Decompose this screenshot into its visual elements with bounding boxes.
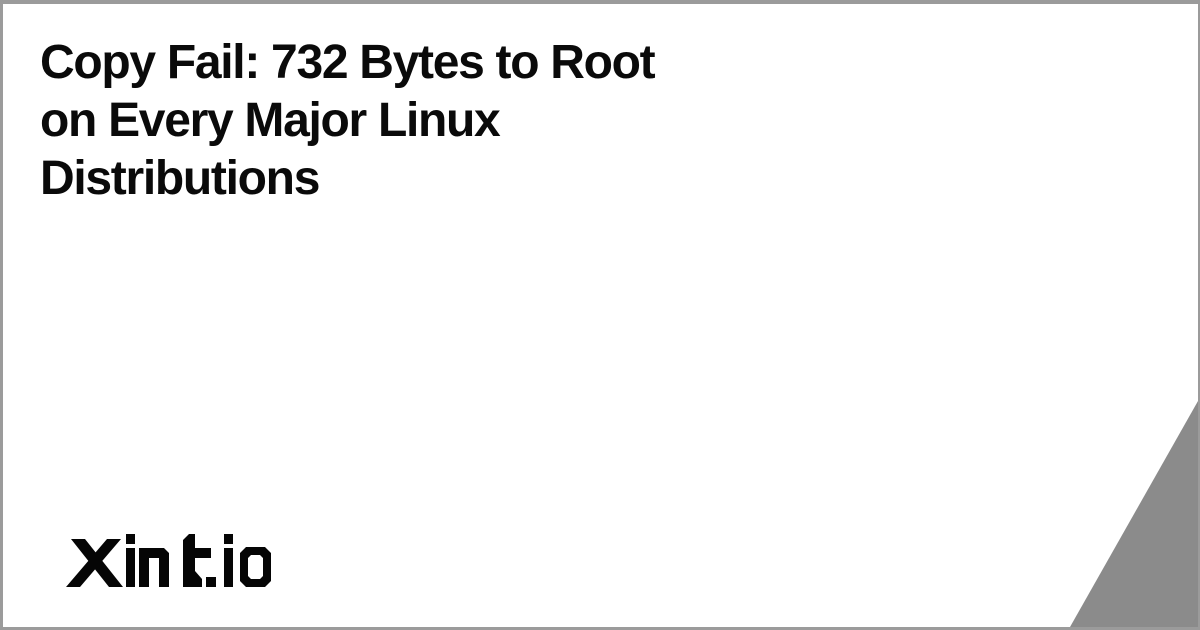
logo-i2-stem	[224, 548, 233, 587]
logo-n	[139, 548, 169, 587]
page-title: Copy Fail: 732 Bytes to Root on Every Ma…	[40, 34, 656, 208]
logo-period	[206, 577, 216, 587]
logo-i2-dot	[224, 534, 233, 544]
title-line-2: on Every Major Linux	[40, 94, 501, 147]
logo-i1-dot	[126, 534, 135, 544]
title-line-3: Distributions	[40, 152, 320, 205]
logo-i1-stem	[126, 548, 135, 587]
logo-t	[183, 534, 211, 587]
logo-x-stroke-backward	[71, 539, 123, 587]
logo-text: Xint.io	[3, 4, 4, 5]
xint-io-logo	[66, 534, 271, 587]
logo-o	[240, 547, 271, 587]
corner-triangle-decoration	[1070, 401, 1198, 627]
title-line-1: Copy Fail: 732 Bytes to Root	[40, 36, 656, 89]
